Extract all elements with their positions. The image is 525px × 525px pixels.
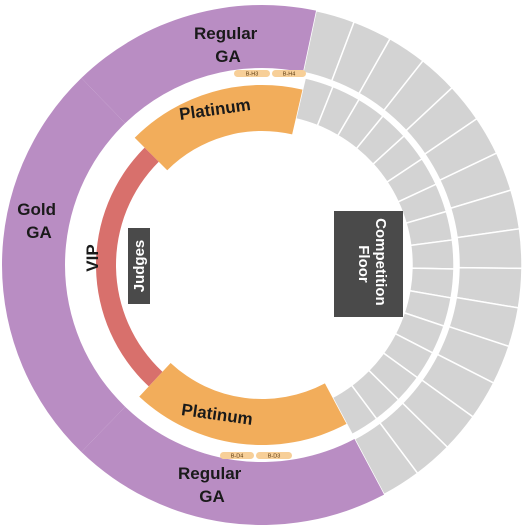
judges-label: Judges: [131, 240, 148, 293]
small-sections-top: B-H3 B-H4: [234, 70, 306, 78]
regular-ga-bottom-label: Regular GA: [178, 464, 246, 506]
small-section-b-d4[interactable]: [220, 452, 254, 459]
small-section-b-h4[interactable]: [272, 70, 306, 77]
unavailable-section[interactable]: [331, 384, 378, 436]
unavailable-inner-sections: [294, 77, 455, 436]
unavailable-section[interactable]: [409, 239, 455, 270]
competition-floor-label: Competition Floor: [355, 218, 389, 310]
small-section-b-h3[interactable]: [234, 70, 270, 77]
section-regular-ga-bottom[interactable]: [81, 406, 385, 525]
small-section-label: B-D4: [231, 454, 244, 460]
judges-table: [128, 228, 150, 304]
unavailable-outer-sections: [302, 9, 523, 496]
section-regular-ga-top[interactable]: [81, 5, 317, 124]
section-platinum-bottom[interactable]: [139, 363, 347, 446]
small-section-label: B-D3: [268, 454, 281, 460]
regular-ga-top-label: Regular GA: [194, 24, 262, 66]
section-platinum-top[interactable]: [134, 84, 303, 171]
section-vip[interactable]: [95, 147, 163, 387]
section-gold-ga[interactable]: [1, 77, 126, 453]
small-sections-bottom: B-D4 B-D3: [220, 452, 292, 460]
gold-ga-label: Gold GA: [17, 200, 60, 242]
small-section-b-d3[interactable]: [256, 452, 292, 459]
small-section-label: B-H3: [246, 72, 259, 78]
small-section-label: B-H4: [283, 72, 296, 78]
vip-label: VIP: [83, 244, 102, 271]
competition-floor: [334, 211, 403, 317]
